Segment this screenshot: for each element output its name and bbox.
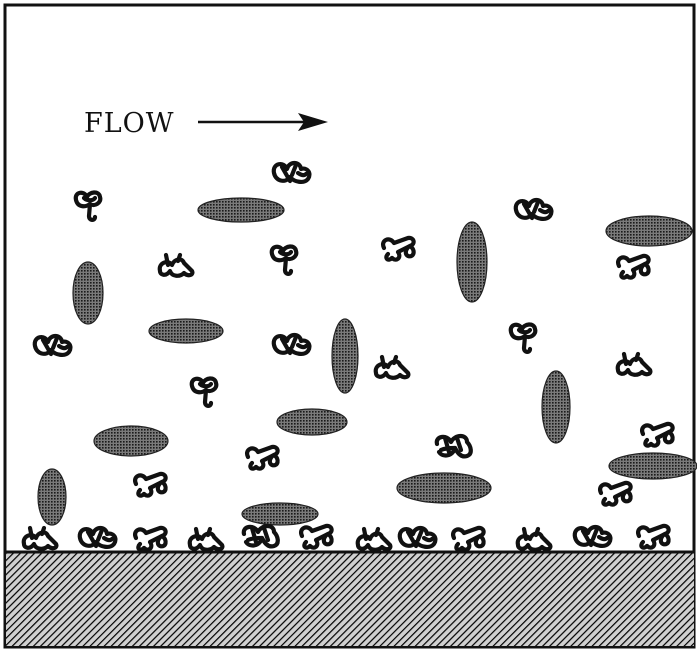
- flow-label: FLOW: [84, 108, 175, 139]
- particle-ellipse: [397, 473, 491, 503]
- particle-ellipse: [94, 426, 168, 456]
- particle-ellipse: [457, 222, 487, 302]
- particle-ellipse: [609, 453, 697, 479]
- particle-ellipse: [277, 409, 347, 435]
- particle-ellipse: [38, 469, 66, 525]
- particle-ellipse: [332, 319, 358, 393]
- particle-ellipse: [542, 371, 570, 443]
- particle-ellipse: [73, 262, 103, 324]
- particle-ellipse: [149, 319, 223, 343]
- adsorbent-surface: [6, 552, 694, 646]
- particle-ellipse: [242, 503, 318, 525]
- particle-ellipse: [606, 216, 692, 246]
- particle-ellipse: [198, 198, 284, 222]
